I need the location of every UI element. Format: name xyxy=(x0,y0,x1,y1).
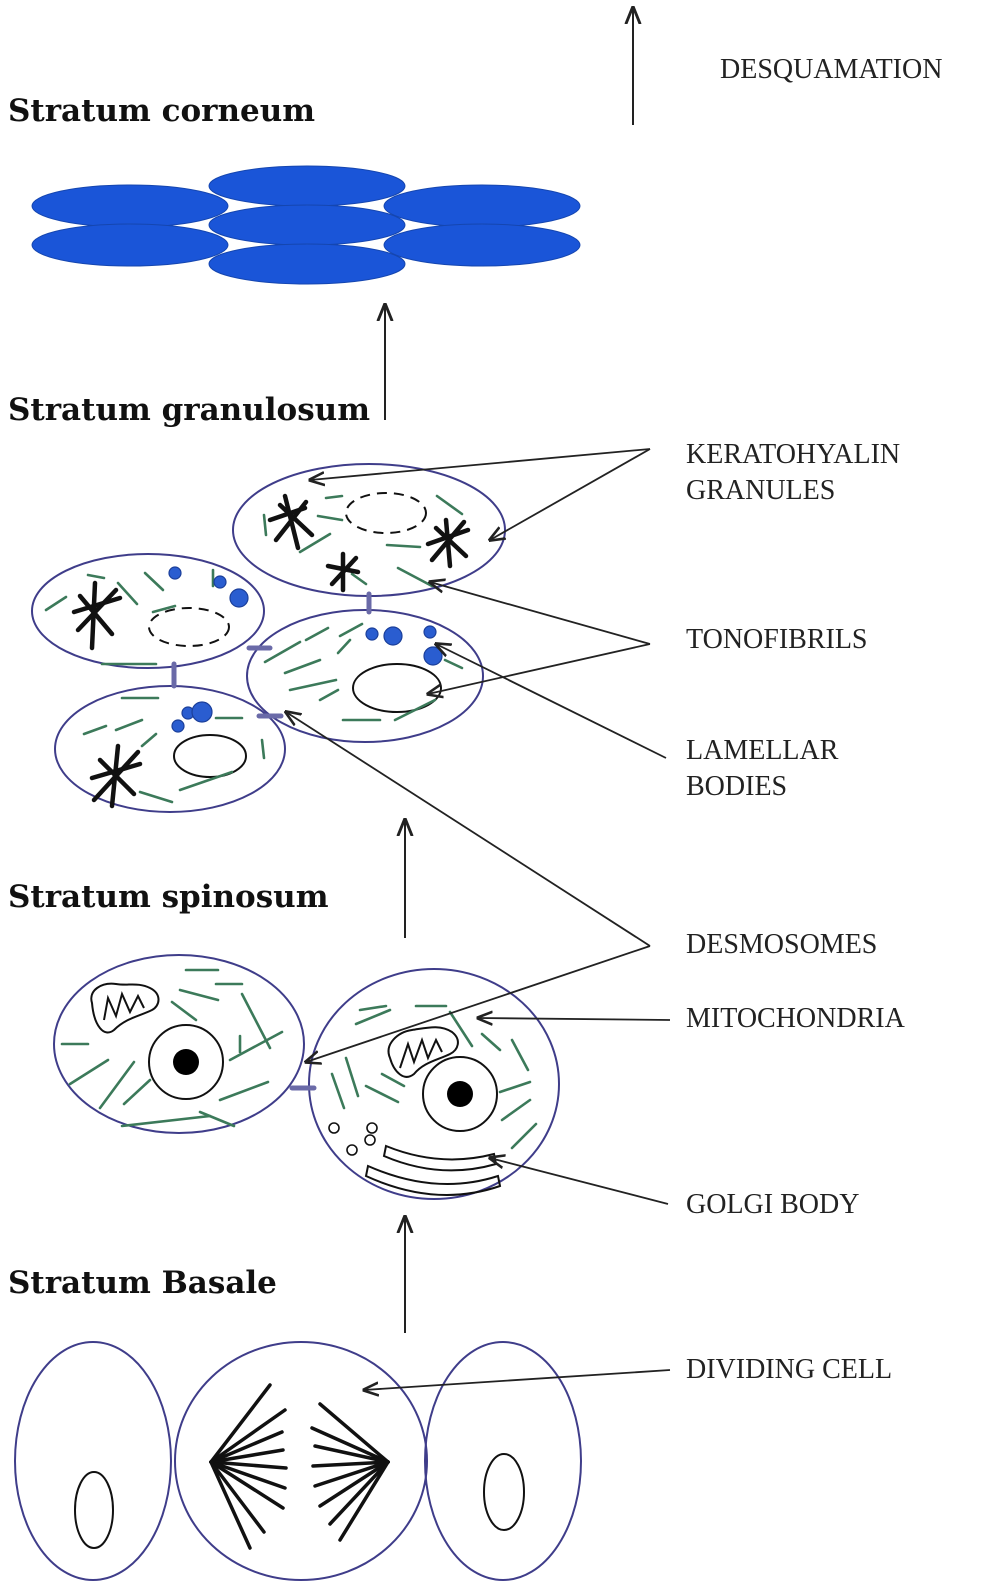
lamellar-body xyxy=(172,720,184,732)
corneocyte xyxy=(32,185,228,227)
label-golgi-body: GOLGI BODY xyxy=(686,1189,859,1220)
corneocyte xyxy=(384,185,580,227)
golgi-body xyxy=(366,1146,500,1195)
leader-desmosomes-2 xyxy=(306,946,650,1062)
label-keratohyalin-line1: KERATOHYALIN xyxy=(686,439,900,470)
corneocyte xyxy=(209,205,405,245)
lamellar-body xyxy=(366,628,378,640)
label-tonofibrils: TONOFIBRILS xyxy=(686,624,868,655)
corneocyte-stack xyxy=(32,166,580,284)
layer-title-granulosum: Stratum granulosum xyxy=(8,392,370,428)
lamellar-body xyxy=(230,589,248,607)
label-mitochondria: MITOCHONDRIA xyxy=(686,1003,906,1034)
corneocyte xyxy=(32,224,228,266)
mitotic-spindle-right xyxy=(312,1404,388,1540)
corneocyte xyxy=(209,166,405,206)
basal-cell-left xyxy=(15,1342,171,1580)
lamellar-body xyxy=(424,626,436,638)
label-dividing-cell: DIVIDING CELL xyxy=(686,1354,892,1385)
label-lamellar-line2: BODIES xyxy=(686,771,787,802)
spinous-cell-right xyxy=(309,969,559,1199)
label-keratohyalin-line2: GRANULES xyxy=(686,475,835,506)
leader-golgi-body xyxy=(490,1158,668,1204)
keratohyalin-granule xyxy=(328,554,358,590)
degenerating-nucleus xyxy=(149,608,229,646)
cell-nucleus xyxy=(174,735,246,777)
mitochondrion xyxy=(389,1027,458,1077)
granular-cell-right xyxy=(247,610,483,742)
golgi-vesicles xyxy=(329,1123,377,1155)
nucleolus xyxy=(447,1081,473,1107)
cell-nucleus xyxy=(484,1454,524,1530)
layer-title-spinosum: Stratum spinosum xyxy=(8,879,329,915)
label-desquamation: DESQUAMATION xyxy=(720,54,942,85)
lamellar-body xyxy=(424,647,442,665)
mitotic-spindle-left xyxy=(211,1385,286,1548)
keratohyalin-granule xyxy=(270,496,312,548)
lamellar-body xyxy=(384,627,402,645)
leader-dividing-cell xyxy=(364,1370,670,1390)
spinous-cell-left xyxy=(54,955,304,1133)
leader-desmosomes-1 xyxy=(286,712,650,946)
corneocyte xyxy=(384,224,580,266)
leader-keratohyalin-2 xyxy=(490,449,650,540)
cell-nucleus xyxy=(75,1472,113,1548)
keratohyalin-granule xyxy=(428,520,468,566)
layer-title-basale: Stratum Basale xyxy=(8,1265,277,1301)
granular-cell-left xyxy=(32,554,264,668)
label-desmosomes: DESMOSOMES xyxy=(686,929,877,960)
corneocyte xyxy=(209,244,405,284)
leader-mitochondria xyxy=(478,1018,670,1020)
dividing-cell xyxy=(175,1342,427,1580)
keratohyalin-granule xyxy=(74,583,120,648)
mitochondrion xyxy=(91,984,158,1033)
label-lamellar-line1: LAMELLAR xyxy=(686,735,839,766)
lamellar-body xyxy=(169,567,181,579)
granular-cell-top xyxy=(233,464,505,596)
granulosum-cells xyxy=(32,464,505,812)
keratohyalin-granule xyxy=(92,746,140,806)
degenerating-nucleus xyxy=(346,493,426,533)
layer-title-corneum: Stratum corneum xyxy=(8,93,315,129)
leader-tonofibrils-1 xyxy=(430,582,650,644)
granular-cell-bottom xyxy=(55,686,285,812)
spinosum-cells xyxy=(54,955,559,1199)
nucleolus xyxy=(173,1049,199,1075)
lamellar-body xyxy=(214,576,226,588)
leader-lamellar-bodies xyxy=(436,644,666,758)
basale-cells xyxy=(15,1342,581,1580)
lamellar-body xyxy=(192,702,212,722)
